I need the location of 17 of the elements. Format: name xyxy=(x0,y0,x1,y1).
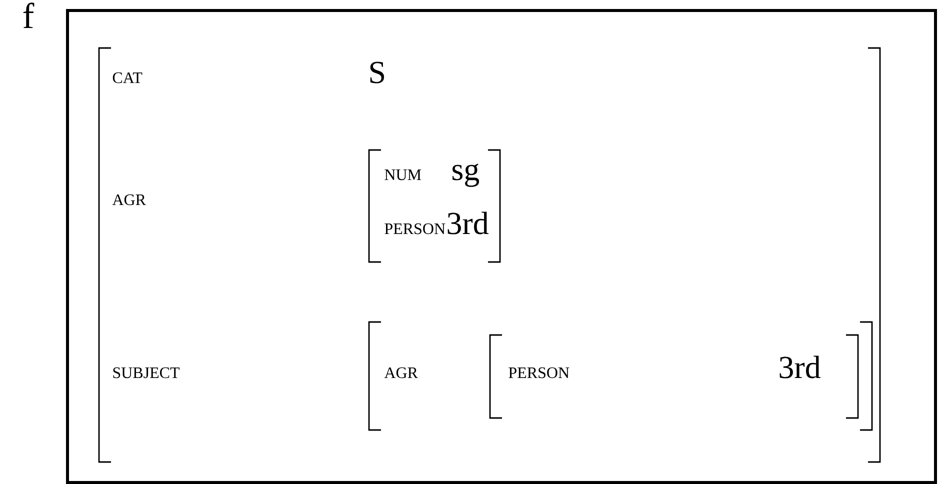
attribute-label: PERSON xyxy=(508,367,570,378)
attribute-label: CAT xyxy=(112,72,142,84)
attribute-label: SUBJECT xyxy=(113,367,180,378)
attribute-value-matrix xyxy=(489,334,859,419)
attribute-label: AGR xyxy=(112,194,146,206)
attribute-value-matrix xyxy=(368,149,501,263)
frame-box xyxy=(23,2,937,484)
attribute-label: PERSON xyxy=(384,223,446,234)
value-label: 3rd xyxy=(780,356,820,378)
attribute-value-matrix xyxy=(368,321,873,431)
value-label: sg xyxy=(452,164,480,187)
attribute-value-matrix xyxy=(98,47,881,463)
structure-label: f xyxy=(23,2,34,28)
value-label: S xyxy=(370,62,384,84)
attribute-label: NUM xyxy=(384,170,422,180)
value-label: 3rd xyxy=(448,212,488,234)
attribute-label: AGR xyxy=(384,367,418,378)
